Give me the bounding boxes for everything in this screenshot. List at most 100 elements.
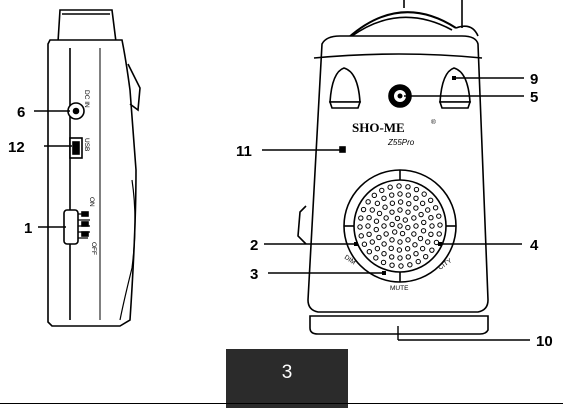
speaker-hole (383, 215, 389, 221)
speaker-hole (374, 200, 381, 207)
front-leaders (262, 77, 530, 341)
speaker-hole (379, 187, 385, 194)
speaker-hole (397, 207, 403, 213)
speaker-hole (381, 251, 387, 257)
speaker-hole (428, 215, 434, 221)
front-view (297, 0, 489, 335)
speaker-hole (413, 223, 419, 229)
trademark-mark: ® (431, 118, 436, 126)
mute-label: MUTE (390, 285, 409, 292)
callout-5: 5 (530, 89, 538, 106)
speaker-hole (397, 239, 403, 245)
speaker-hole (373, 218, 380, 224)
speaker-hole (406, 200, 412, 207)
leader-dots (354, 76, 456, 275)
speaker-hole (399, 230, 406, 237)
speaker-hole (365, 199, 371, 205)
speaker-hole (421, 191, 427, 197)
speaker-hole (413, 205, 419, 211)
usb-label: USB (83, 138, 90, 151)
speaker-hole (421, 219, 427, 226)
speaker-hole (407, 262, 413, 268)
speaker-hole (420, 228, 427, 234)
speaker-hole (405, 192, 411, 198)
off-label: OFF (90, 242, 97, 255)
speaker-hole (387, 184, 393, 190)
speaker-hole (373, 255, 379, 261)
speaker-hole (383, 231, 389, 237)
speaker-hole (433, 239, 440, 246)
speaker-hole (429, 223, 435, 229)
model-name: Z55Pro (387, 138, 415, 147)
speaker-hole (419, 245, 426, 252)
speaker-hole (405, 237, 411, 243)
power-switch (63, 209, 79, 245)
speaker-hole (418, 211, 424, 218)
speaker-hole (422, 253, 429, 260)
on-label: ON (88, 197, 95, 207)
speaker-hole (419, 200, 426, 207)
speaker-hole (389, 200, 396, 206)
speaker-hole (381, 241, 387, 247)
speaker-hole (413, 251, 419, 257)
speaker-hole (360, 206, 367, 213)
speaker-hole (402, 217, 408, 223)
speaker-hole (389, 221, 395, 228)
callout-9: 9 (530, 71, 538, 88)
speaker-hole (415, 258, 421, 265)
speaker-hole (392, 229, 398, 235)
side-view (47, 9, 141, 327)
speaker-hole (389, 237, 395, 243)
speaker-hole (389, 192, 395, 198)
callout-4: 4 (530, 237, 539, 254)
speaker-hole (394, 215, 401, 222)
callout-12: 12 (8, 139, 25, 156)
speaker-hole (366, 248, 373, 255)
speaker-hole (396, 247, 403, 253)
callout-2: 2 (250, 237, 258, 254)
callout-6: 6 (17, 104, 25, 121)
speaker-hole (429, 247, 435, 253)
speaker-holes (357, 183, 443, 269)
callout-10: 10 (536, 333, 553, 350)
speaker-hole (405, 224, 411, 231)
speaker-hole (374, 245, 381, 252)
page-number-tab (226, 349, 348, 408)
speaker-hole (381, 223, 387, 229)
speaker-hole (404, 246, 411, 252)
brand-logo-text: SHO-ME (352, 120, 405, 135)
speaker-hole (428, 231, 434, 237)
speaker-hole (427, 197, 434, 204)
speaker-hole (369, 239, 375, 245)
speaker-hole (358, 215, 364, 221)
speaker-hole (389, 254, 395, 260)
speaker-hole (380, 259, 387, 266)
speaker-hole (411, 215, 417, 221)
speaker-hole (382, 204, 388, 210)
speaker-hole (436, 231, 442, 237)
speaker-hole (425, 239, 431, 245)
speaker-hole (358, 233, 364, 239)
speaker-hole (413, 195, 419, 201)
speaker-hole (425, 207, 431, 213)
speaker-hole (357, 224, 363, 230)
speaker-hole (388, 245, 394, 252)
speaker-hole (366, 215, 372, 221)
speaker-hole (397, 255, 403, 261)
speaker-hole (405, 254, 411, 260)
speaker-hole (366, 231, 372, 237)
speaker-hole (432, 205, 439, 211)
footer-rule (0, 403, 563, 404)
speaker-hole (398, 263, 404, 269)
speaker-hole (412, 242, 418, 248)
speaker-hole (361, 241, 368, 247)
speaker-hole (397, 191, 403, 197)
page-number: 3 (281, 362, 293, 383)
speaker-hole (411, 231, 417, 237)
speaker-hole (405, 184, 411, 190)
speaker-hole (371, 192, 378, 199)
callout-11: 11 (236, 143, 252, 160)
dc-in-label: DC IN (83, 90, 90, 108)
side-leaders (34, 110, 72, 228)
